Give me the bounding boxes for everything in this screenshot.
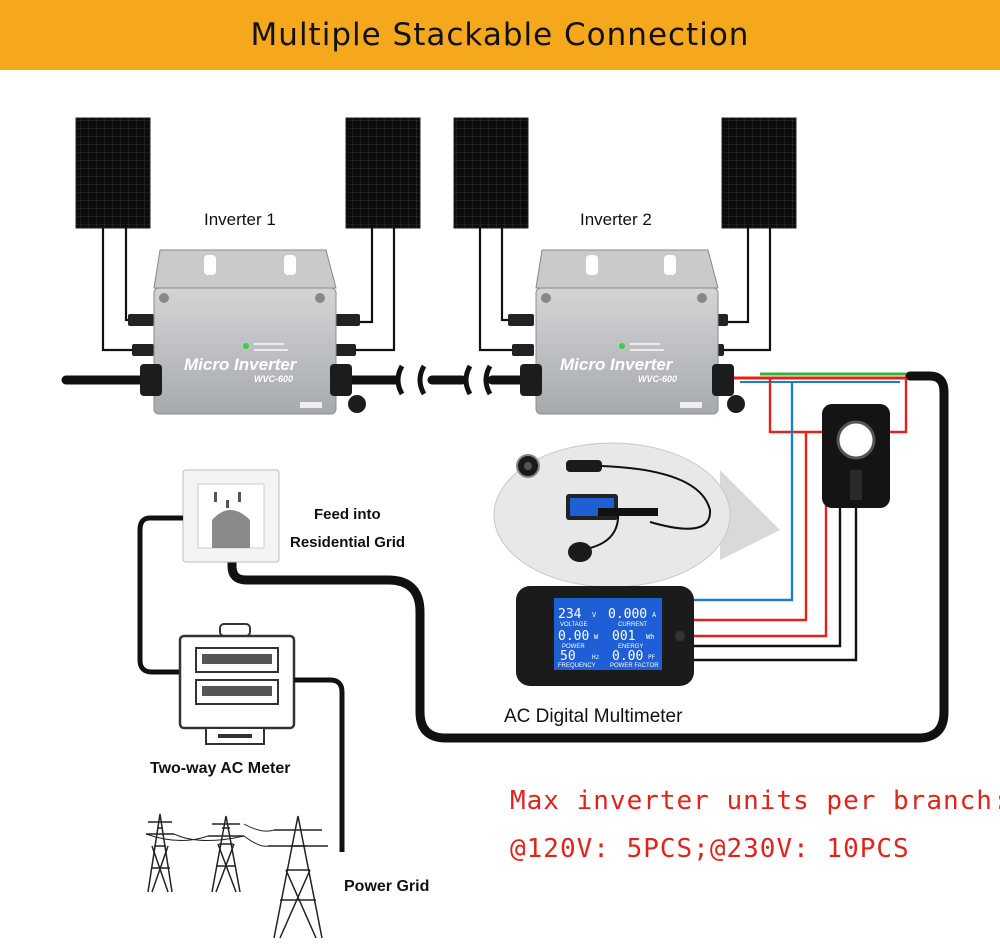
- lcd-voltage-label: VOLTAGE: [560, 622, 587, 628]
- title-banner: Multiple Stackable Connection: [0, 0, 1000, 70]
- notice-line-2: @120V: 5PCS;@230V: 10PCS: [510, 834, 910, 864]
- lcd-pf: 0.00: [612, 649, 643, 664]
- lcd-frequency-label: FREQUENCY: [558, 663, 596, 669]
- inverter-2: Micro Inverter WVC-600: [520, 249, 745, 415]
- wall-socket: [182, 469, 280, 563]
- meter-to-grid-cable: [294, 677, 345, 852]
- cable-break-marks: [395, 364, 493, 396]
- power-grid-towers: [145, 813, 328, 939]
- lcd-pf-unit: PF: [648, 654, 656, 661]
- lcd-voltage: 234: [558, 607, 582, 622]
- lcd-power: 0.00: [558, 629, 589, 644]
- current-clamp: [822, 404, 890, 508]
- inverter-1: Micro Inverter WVC-600: [140, 249, 366, 415]
- inverter-1-brand: Micro Inverter: [184, 355, 298, 374]
- ac-return-cable: [227, 371, 949, 743]
- ac-output-conductors: [734, 372, 930, 383]
- solar-panel-1: [75, 117, 151, 229]
- meter-label: Two-way AC Meter: [150, 760, 291, 777]
- lcd-current-unit: A: [652, 611, 657, 619]
- solar-panel-3: [453, 117, 529, 229]
- inverter-1-model: WVC-600: [254, 374, 293, 384]
- tower-3-icon: [268, 815, 328, 939]
- lcd-energy-label: ENERGY: [618, 644, 643, 650]
- lcd-voltage-unit: V: [592, 611, 597, 619]
- multimeter-label: AC Digital Multimeter: [504, 706, 683, 727]
- page-title: Multiple Stackable Connection: [250, 17, 750, 53]
- notice-line-1: Max inverter units per branch:: [510, 786, 1000, 816]
- lcd-energy-unit: Wh: [646, 633, 654, 641]
- lcd-frequency: 50: [560, 649, 576, 664]
- lcd-current-label: CURRENT: [618, 622, 648, 628]
- inverter-1-label: Inverter 1: [204, 210, 276, 229]
- lcd-power-unit: W: [594, 633, 599, 641]
- accessory-callout: [493, 442, 780, 588]
- lcd-energy: 001: [612, 629, 635, 644]
- multimeter-wires: [684, 378, 908, 662]
- inverter-2-brand: Micro Inverter: [560, 355, 674, 374]
- solar-panel-2: [345, 117, 421, 229]
- lcd-frequency-unit: Hz: [592, 654, 600, 661]
- lcd-pf-label: POWER FACTOR: [610, 663, 659, 669]
- ac-digital-multimeter: 234 V VOLTAGE 0.000 A CURRENT 0.00 W POW…: [516, 586, 694, 686]
- two-way-ac-meter: [178, 623, 296, 745]
- inverter-2-label: Inverter 2: [580, 210, 652, 229]
- dc-connectors: [128, 314, 728, 356]
- socket-to-meter-cable: [137, 515, 183, 675]
- power-grid-label: Power Grid: [344, 878, 430, 895]
- tower-1-icon: [146, 813, 174, 893]
- solar-panel-4: [721, 117, 797, 229]
- lcd-current: 0.000: [608, 607, 647, 622]
- feed-label: Feed into: [314, 506, 381, 523]
- lcd-power-label: POWER: [562, 644, 585, 650]
- tower-2-icon: [208, 815, 244, 893]
- inverter-2-model: WVC-600: [638, 374, 677, 384]
- residential-grid-label: Residential Grid: [290, 534, 406, 551]
